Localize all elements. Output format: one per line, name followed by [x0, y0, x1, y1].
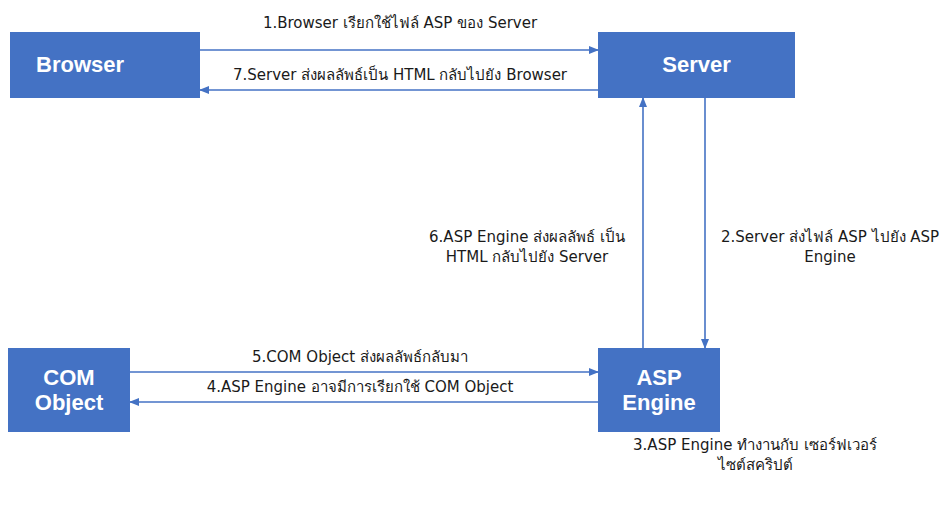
step-label: 7.Server ส่งผลลัพธ์เป็น HTML กลับไปยัง B… — [205, 66, 595, 86]
server-box: Server — [598, 32, 795, 98]
step-note: 3.ASP Engine ทำงานกับ เซอร์ฟเวอร์ไซต์สคร… — [620, 436, 890, 475]
browser-box: Browser — [10, 32, 200, 98]
flow-arrow — [642, 98, 644, 348]
node-label: Browser — [36, 52, 124, 77]
step-label: 2.Server ส่งไฟล์ ASP ไปยัง ASP Engine — [716, 228, 944, 267]
flow-arrow — [130, 401, 598, 403]
node-label: ASP Engine — [606, 365, 712, 416]
node-label: COM Object — [16, 365, 122, 416]
asp-engine-box: ASP Engine — [598, 348, 720, 432]
flow-arrow — [704, 98, 706, 348]
step-label: 1.Browser เรียกใช้ไฟล์ ASP ของ Server — [210, 14, 590, 34]
step-label: 6.ASP Engine ส่งผลลัพธ์ เป็น HTML กลับไป… — [420, 228, 634, 267]
step-label: 5.COM Object ส่งผลลัพธ์กลับมา — [150, 348, 570, 368]
flow-arrow — [200, 89, 598, 91]
step-label: 4.ASP Engine อาจมีการเรียกใช้ COM Object — [140, 378, 580, 398]
flow-arrow — [130, 371, 598, 373]
node-label: Server — [662, 52, 731, 77]
flow-arrow — [200, 49, 598, 51]
com-object-box: COM Object — [8, 348, 130, 432]
